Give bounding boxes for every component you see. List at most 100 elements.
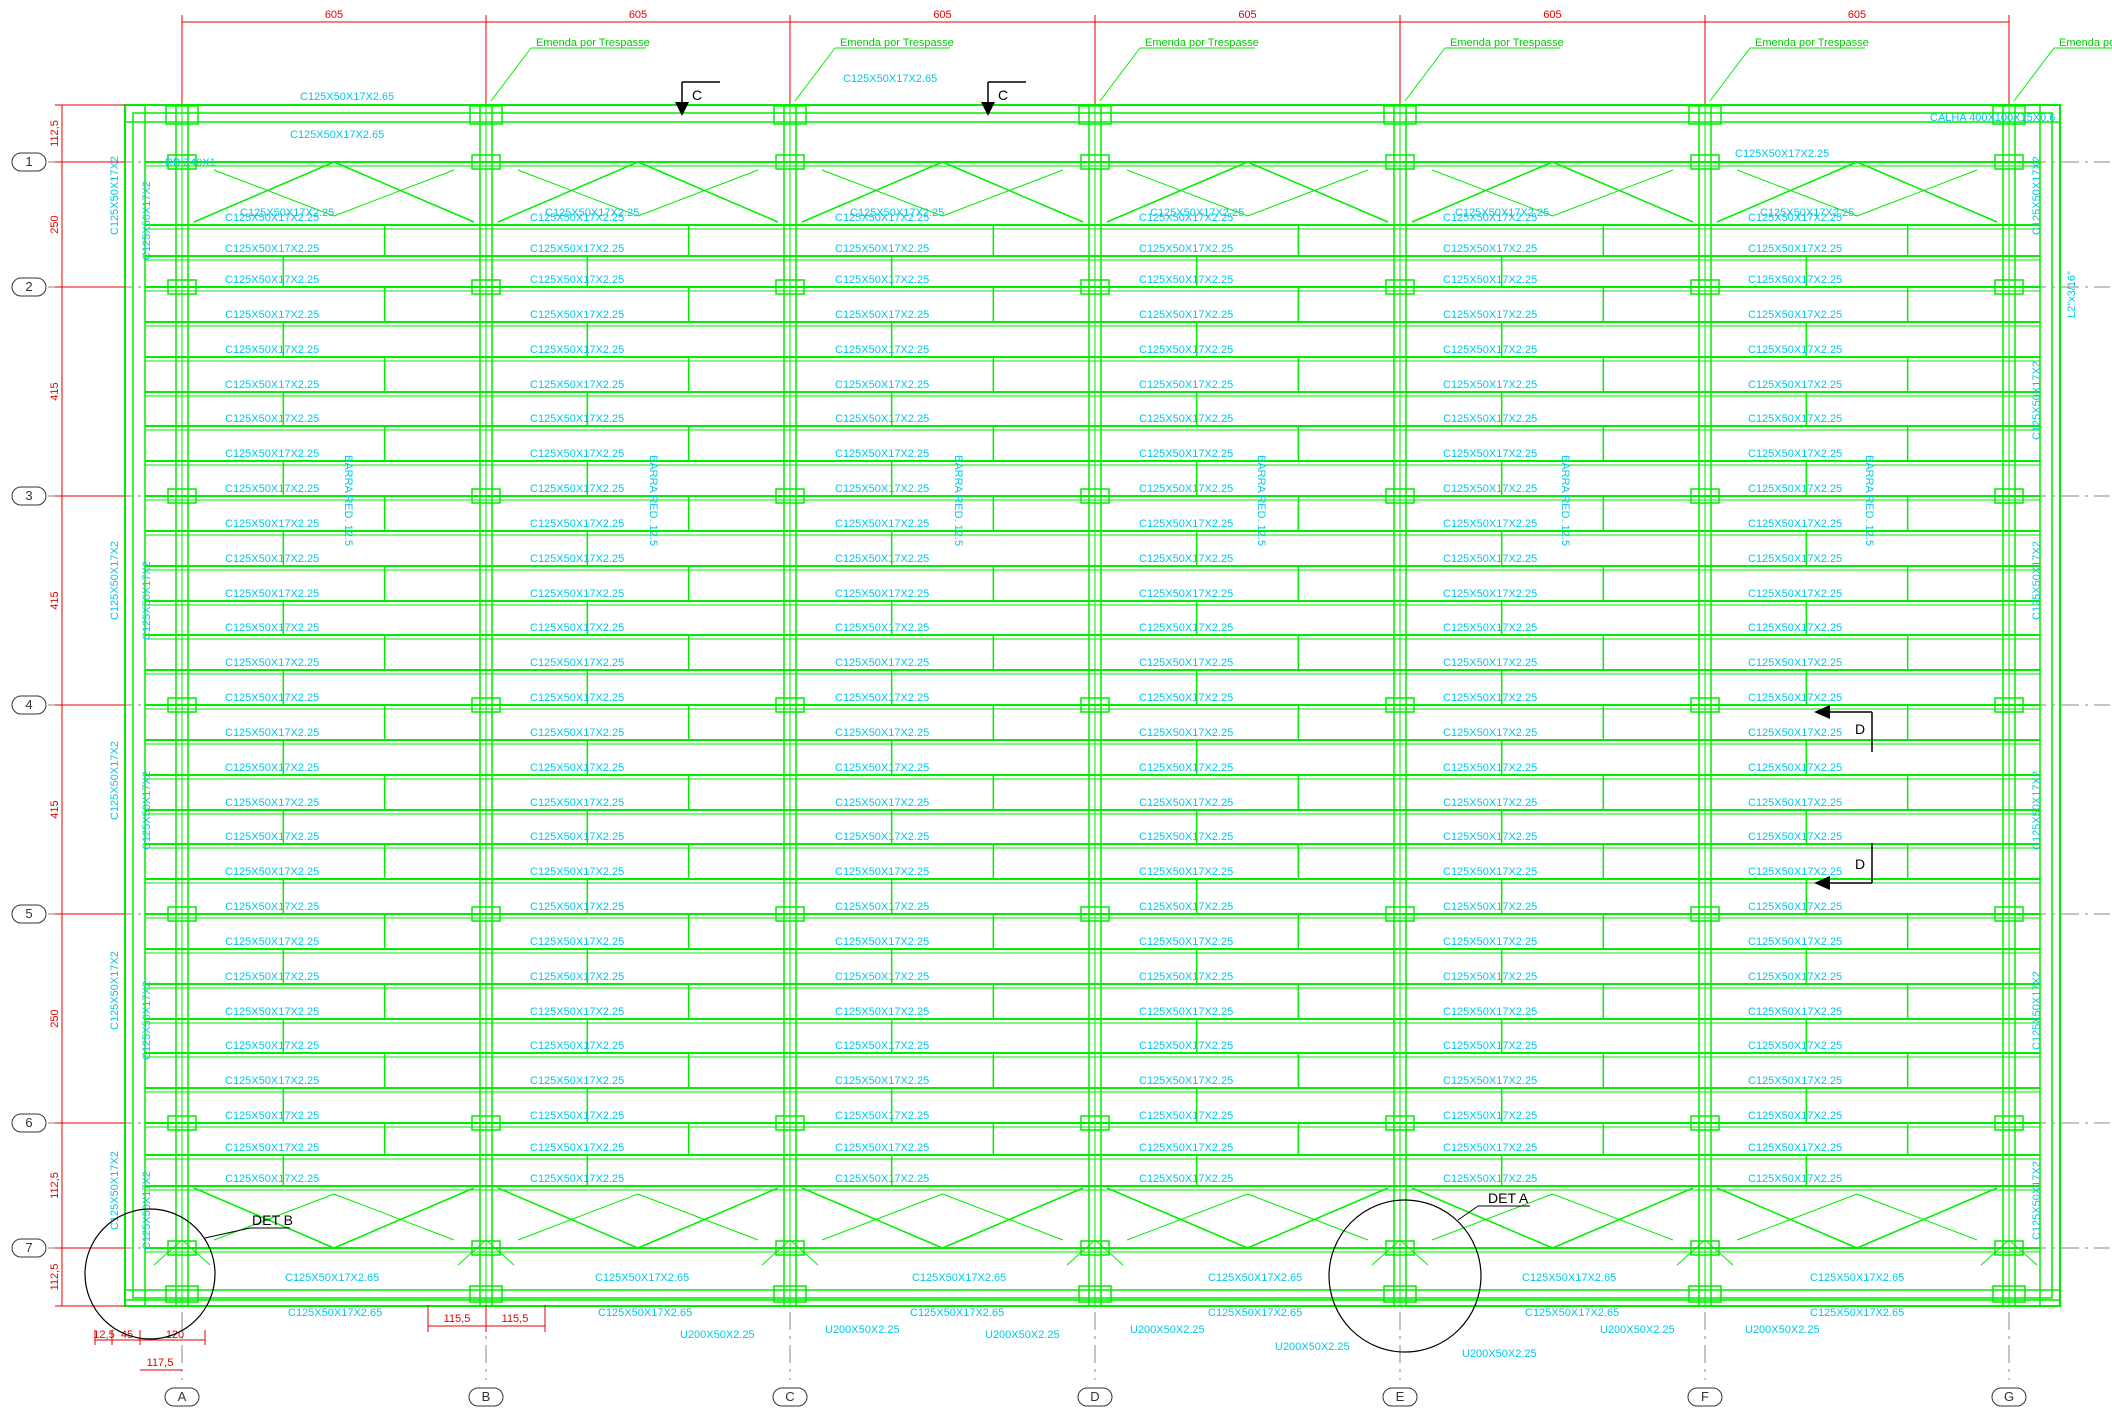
bracing-diagonal [637,169,759,217]
purlin-label: C125X50X17X2.25 [835,1173,929,1185]
side-label-left: C125X50X17X2 [109,541,121,620]
knee-brace [181,1239,211,1266]
connection-plate [1080,279,1110,295]
connection-plate [1080,906,1110,922]
connection-plate [775,279,805,295]
purlin-label: C125X50X17X2.25 [1443,901,1537,913]
bracing-diagonal [1106,161,1248,223]
connection-plate [1994,906,2024,922]
connection-plate [775,697,805,713]
purlin-label: C125X50X17X2.25 [1443,553,1537,565]
eave-label-top-2: C125X50X17X2.65 [843,73,937,85]
purlin-label: C125X50X17X2.25 [530,553,624,565]
purlin-label: C125X50X17X2.25 [835,243,929,255]
purlin-label: C125X50X17X2.25 [1139,413,1233,425]
eave-label-bottom-2: C125X50X17X2.65 [598,1307,692,1319]
eave-splice-plate [165,105,199,125]
grid-bubble-row [11,486,47,506]
eave-splice-plate [1383,105,1417,125]
bracing-diagonal [1716,1187,1858,1249]
purlin-label: C125X50X17X2.25 [1748,727,1842,739]
connection-plate [1994,1240,2024,1256]
rod-label: BARRA RED. 12.5 [1863,455,1875,546]
knee-brace [789,1239,819,1266]
purlin-label: C125X50X17X2.25 [1443,762,1537,774]
purlin-label: C125X50X17X2.25 [1748,762,1842,774]
u-channel-label: U200X50X2.25 [825,1324,900,1336]
connection-plate [167,1240,197,1256]
purlin-label: C125X50X17X2.25 [530,657,624,669]
purlin-label: C125X50X17X2.25 [225,901,319,913]
bracing-diagonal [517,169,639,217]
knee-brace [1399,1239,1429,1266]
purlin-label: C125X50X17X2.25 [225,692,319,704]
bracing-diagonal [1736,169,1858,217]
u-channel-label: U200X50X2.25 [1130,1324,1205,1336]
u-channel-label: U200X50X2.25 [1745,1324,1820,1336]
purlin-label: C125X50X17X2.25 [1443,448,1537,460]
knee-brace [1066,1239,1096,1266]
purlin-label: C125X50X17X2.25 [530,1075,624,1087]
purlin-label: C125X50X17X2.25 [1139,1142,1233,1154]
knee-brace [1704,1239,1734,1266]
purlin-label: C125X50X17X2.25 [225,1075,319,1087]
connection-plate [1994,488,2024,504]
bracing-diagonal [637,1187,779,1249]
gutter-label: CALHA 400X100X15X0.6 [1930,112,2055,124]
bracing-diagonal [333,1193,455,1241]
dim-left-value: 415 [49,591,61,609]
side-label-left: C125X50X17X2 [141,561,153,640]
bracing-diagonal [1856,1187,1998,1249]
purlin-label: C125X50X17X2.25 [1443,971,1537,983]
purlin-label: C125X50X17X2.25 [225,344,319,356]
bracing-diagonal [1856,161,1998,223]
purlin-label: C125X50X17X2.25 [530,212,624,224]
connection-plate [471,154,501,170]
grid-col-label: G [2004,1389,2014,1404]
connection-plate [775,488,805,504]
detail-leader-a [1457,1205,1479,1221]
purlin-label: C125X50X17X2.25 [530,448,624,460]
purlin-label: C125X50X17X2.25 [225,553,319,565]
rod-label: BARRA RED. 12.5 [952,455,964,546]
bracing-diagonal [637,1193,759,1241]
section-arrow [675,102,689,116]
purlin-label: C125X50X17X2.25 [1139,831,1233,843]
connection-plate [1385,906,1415,922]
purlin-label: C125X50X17X2.25 [1139,971,1233,983]
purlin-label: C125X50X17X2.25 [1139,344,1233,356]
rod-label: BARRA RED. 12.5 [647,455,659,546]
bracing-diagonal [801,1187,943,1249]
purlin-label: C125X50X17X2.25 [225,657,319,669]
connection-plate [1690,1115,1720,1131]
purlin-label: C125X50X17X2.25 [1139,901,1233,913]
detail-circle-a [1328,1199,1482,1353]
purlin-label: C125X50X17X2.25 [835,797,929,809]
side-label-left: C125X50X17X2 [109,156,121,235]
side-label-right: C125X50X17X2 [2031,361,2043,440]
bracing-diagonal [1431,169,1553,217]
purlin-label: C125X50X17X2.25 [225,1142,319,1154]
bracing-diagonal [333,1187,475,1249]
bracing-diagonal [517,1193,639,1241]
purlin-label: C125X50X17X2.25 [530,483,624,495]
purlin-label: C125X50X17X2.25 [225,936,319,948]
outer-frame-inner [132,112,2053,1299]
purlin-label: C125X50X17X2.25 [1139,762,1233,774]
purlin-label: C125X50X17X2.25 [1139,657,1233,669]
connection-plate [1080,154,1110,170]
connection-plate [167,279,197,295]
section-arrow [1814,705,1830,719]
bracing-diagonal [1856,169,1978,217]
grid-col-label: E [1396,1389,1405,1404]
dim-left-value: 112,5 [49,120,61,147]
bracing-diagonal [193,1187,335,1249]
bracing-diagonal [1431,1193,1553,1241]
purlin-label: C125X50X17X2.25 [1748,622,1842,634]
connection-plate [1994,279,2024,295]
purlin-label: C125X50X17X2.25 [1443,518,1537,530]
grid-bubble-col [468,1387,504,1407]
purlin-label: C125X50X17X2.25 [835,344,929,356]
purlin-label: C125X50X17X2.25 [1748,797,1842,809]
